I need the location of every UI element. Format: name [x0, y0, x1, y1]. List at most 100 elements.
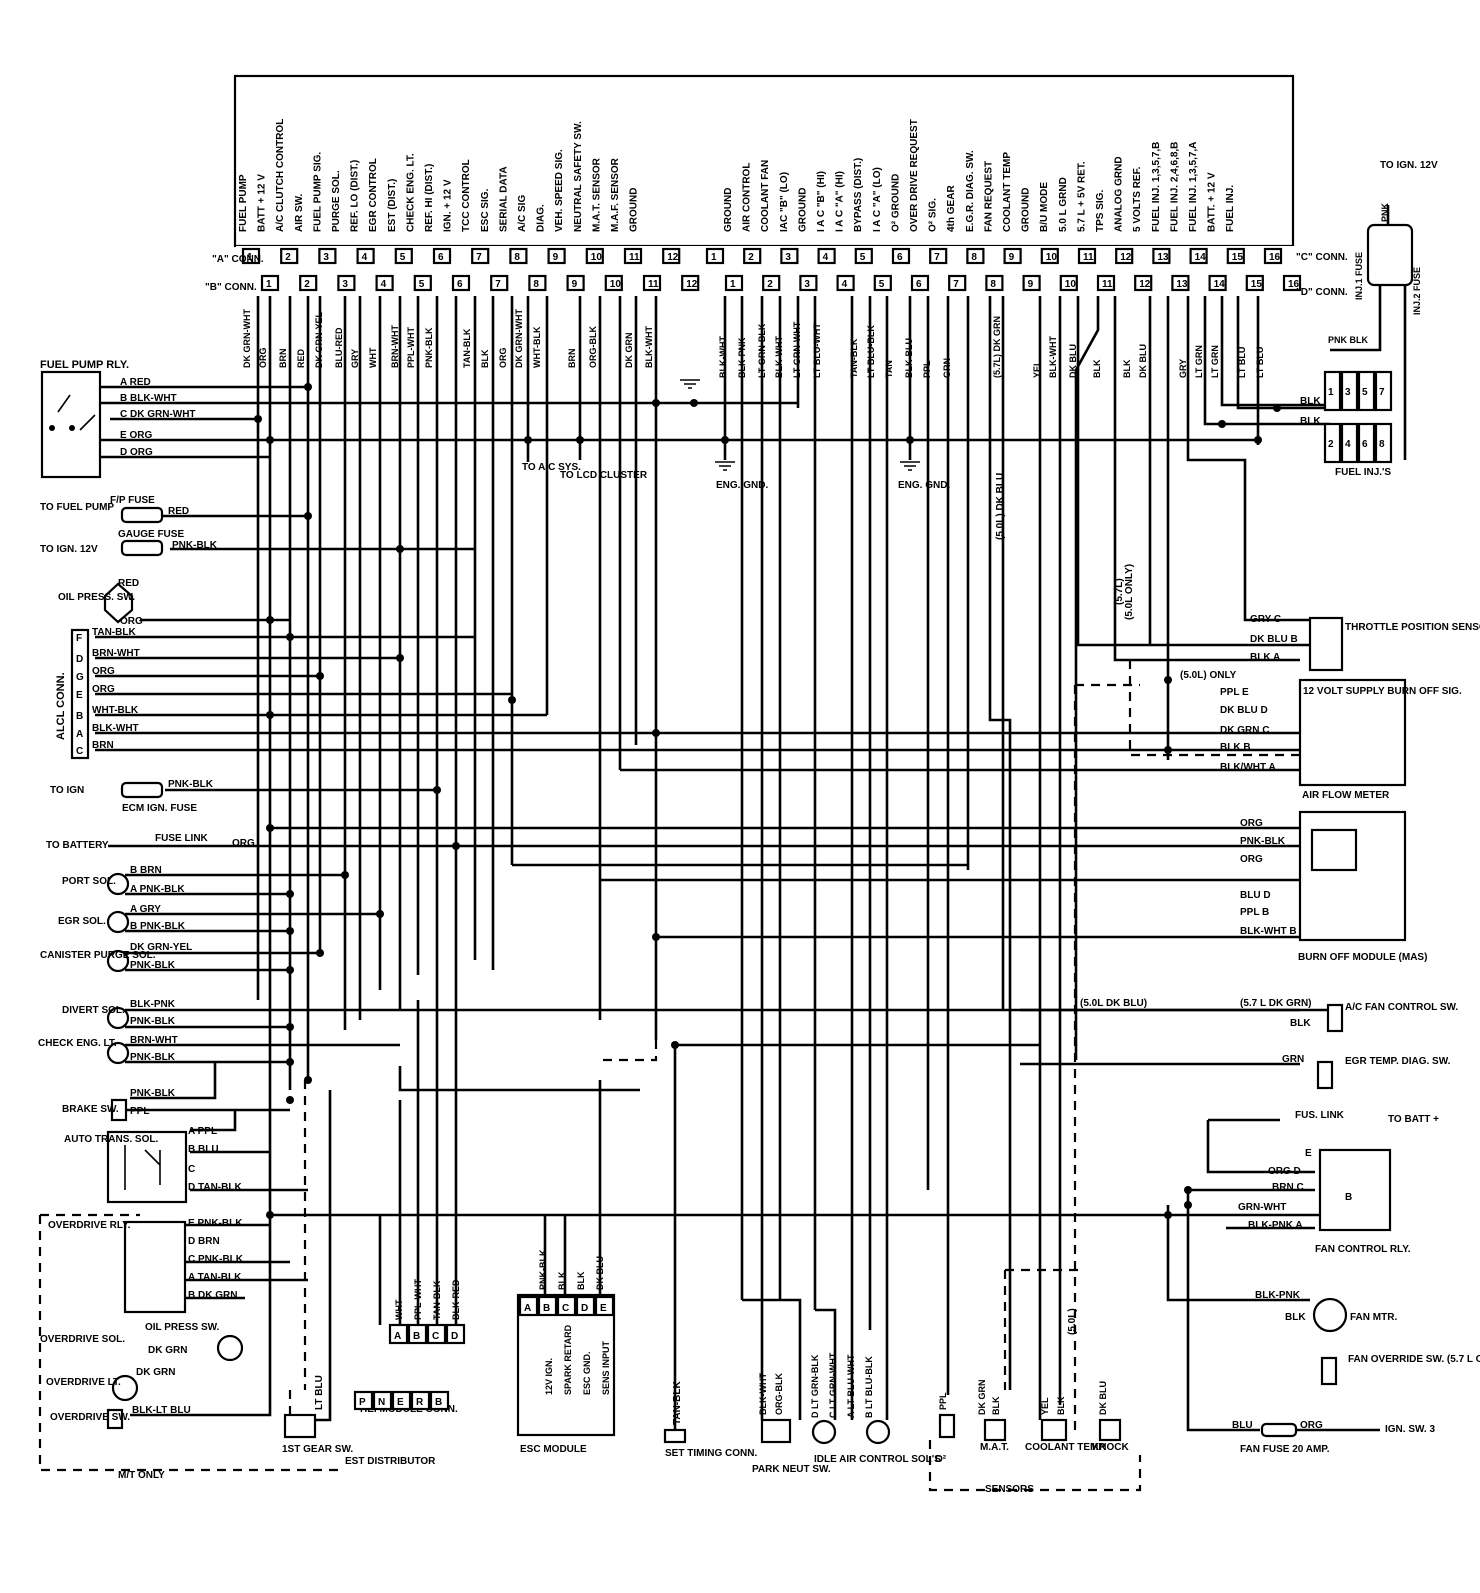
sol-wire-0-0: B BRN [130, 865, 162, 876]
esc-label-2: ESC GND. [582, 1351, 592, 1395]
set-timing-label: SET TIMING CONN. [665, 1448, 757, 1459]
junction-dot [652, 729, 660, 737]
brake-sw-label: BRAKE SW. [62, 1104, 119, 1115]
inj-bot-4 [1340, 422, 1359, 464]
pin-a-box-10 [623, 247, 643, 265]
ecm-a-func-17: VEH. SPEED SIG. [554, 149, 565, 232]
wire-left-3: RED [296, 348, 306, 368]
maf-wire-2: DK GRN C [1220, 725, 1269, 736]
hei-pin-N: N [378, 1397, 385, 1408]
junction-dot [341, 871, 349, 879]
wire-left-13: ORG [498, 347, 508, 368]
burnoff-wire-4: PPL B [1240, 907, 1269, 918]
wire-left-0: DK GRN-WHT [242, 309, 252, 368]
fp-fuse-label: F/P FUSE [110, 495, 155, 506]
pin-a-num-9: 10 [591, 252, 603, 263]
ecm-c-func-15: COOLANT TEMP [1002, 152, 1013, 232]
pin-d-box-4 [873, 274, 892, 292]
divert-label: DIVERT SOL. [62, 1005, 125, 1016]
inj-blk-2: BLK [1300, 416, 1321, 427]
tps-label: THROTTLE POSITION SENSOR [1345, 622, 1480, 633]
alcl-pin-E: E [76, 690, 83, 701]
pin-b-num-11: 12 [686, 279, 698, 290]
pin-c-num-12: 13 [1157, 252, 1169, 263]
ecm-c-func-5: I A C "B" (HI) [816, 171, 827, 232]
oil-press-label: OIL PRESS. SW. [58, 592, 135, 603]
pin-c-num-10: 11 [1083, 252, 1094, 263]
wire-right-22: LT BLU [1237, 347, 1247, 378]
first-gear-est: 1ST GEAR SW. LT BLU EST DISTRIBUTOR HEI … [282, 1279, 466, 1467]
inj-top-1 [1323, 370, 1342, 412]
tps-wire-0: GRY C [1250, 614, 1281, 625]
pin-c-num-5: 6 [897, 252, 903, 263]
pin-d-num-4: 5 [879, 279, 885, 290]
inj-bot-num-6: 6 [1362, 439, 1368, 450]
auto-wire-3: D TAN-BLK [188, 1182, 242, 1193]
inj-bot-num-8: 8 [1379, 439, 1385, 450]
junction-dot [524, 436, 532, 444]
pin-b-box-7 [528, 274, 547, 292]
pin-c-num-4: 5 [860, 252, 866, 263]
est-pin-box-C [426, 1323, 447, 1345]
junction-dot [1184, 1186, 1192, 1194]
tps-wire-1: DK BLU B [1250, 634, 1298, 645]
pin-c-box-5 [891, 247, 911, 265]
pin-c-box-2 [780, 247, 799, 265]
pin-c-box-15 [1263, 247, 1283, 265]
ign-sw-label: IGN. SW. 3 [1385, 1424, 1435, 1435]
port-sol-label: PORT SOL. [62, 876, 116, 887]
pin-b-num-4: 5 [419, 279, 425, 290]
pin-d-box-11 [1134, 274, 1153, 292]
pin-d-num-7: 8 [990, 279, 996, 290]
mt-only-label: M/T ONLY [118, 1470, 165, 1481]
center-components: TO A/C SYS. TO LCD CLUSTER ENG. GND. ENG… [516, 379, 1129, 1495]
pin-c-num-8: 9 [1009, 252, 1015, 263]
ecm-a-func-5: PURGE SOL. [331, 170, 342, 232]
ecm-fuse-label: ECM IGN. FUSE [122, 803, 197, 814]
overdrive-sw-label: OVERDRIVE SW. [50, 1412, 130, 1423]
auto-wire-1: B BLU [188, 1144, 219, 1155]
ecm-c-func-6: I A C "A" (HI) [835, 171, 846, 232]
pin-c-box-8 [1003, 247, 1022, 265]
dim-50l-b: (5.0L) [1067, 1308, 1078, 1335]
esc-pin-box-D [575, 1295, 596, 1317]
pin-d-box-2 [799, 274, 818, 292]
ecm-c-func-9: O² GROUND [890, 174, 901, 232]
junction-dot [721, 436, 729, 444]
oil-red-label: RED [118, 578, 139, 589]
pin-c-box-7 [966, 247, 985, 265]
junction-dot [286, 890, 294, 898]
set-timing-wire: TAN-BLK [672, 1381, 683, 1425]
alcl-wire-0: TAN-BLK [92, 627, 136, 638]
ecm-c-func-11: O² SIG. [928, 198, 939, 232]
ecm-c-func-24: FUEL INJ. 2,4,6,8,B [1169, 142, 1180, 232]
pin-b-box-4 [413, 274, 432, 292]
pin-b-box-10 [642, 274, 662, 292]
pin-b-box-2 [337, 274, 356, 292]
inj-top-7 [1374, 370, 1393, 412]
fuses-left: TO FUEL PUMP F/P FUSE RED TO IGN. 12V GA… [40, 495, 255, 851]
pin-a-num-10: 11 [629, 252, 640, 263]
fanrly-wire-2: BRN C [1272, 1182, 1304, 1193]
junction-dot [576, 436, 584, 444]
pin-d-num-10: 11 [1102, 279, 1113, 290]
dim-50l: (5.0L) DK BLU [995, 473, 1006, 540]
pin-a-box-2 [318, 247, 337, 265]
eng-gnd2-label: ENG. GND. [898, 480, 950, 491]
ecm-c-func-13: E.G.R. DIAG. SW. [965, 150, 976, 232]
pin-c-num-11: 12 [1120, 252, 1132, 263]
pin-b-num-8: 9 [572, 279, 578, 290]
maf-only-label: (5.0L) ONLY [1180, 670, 1237, 681]
pin-b-box-6 [490, 274, 509, 292]
ecm-a-func-21: GROUND [629, 188, 640, 232]
pin-c-num-2: 3 [785, 252, 791, 263]
sol-wire-2-0: DK GRN-YEL [130, 942, 192, 953]
inj-top-5 [1357, 370, 1376, 412]
od-wire-1: D BRN [188, 1236, 220, 1247]
alcl-pin-G: G [76, 672, 84, 683]
inj1-fuse-label: INJ.1 FUSE [1354, 252, 1364, 300]
junction-dot [286, 633, 294, 641]
sol-wire-5-1: PPL [130, 1106, 149, 1117]
junction-dot [286, 1058, 294, 1066]
